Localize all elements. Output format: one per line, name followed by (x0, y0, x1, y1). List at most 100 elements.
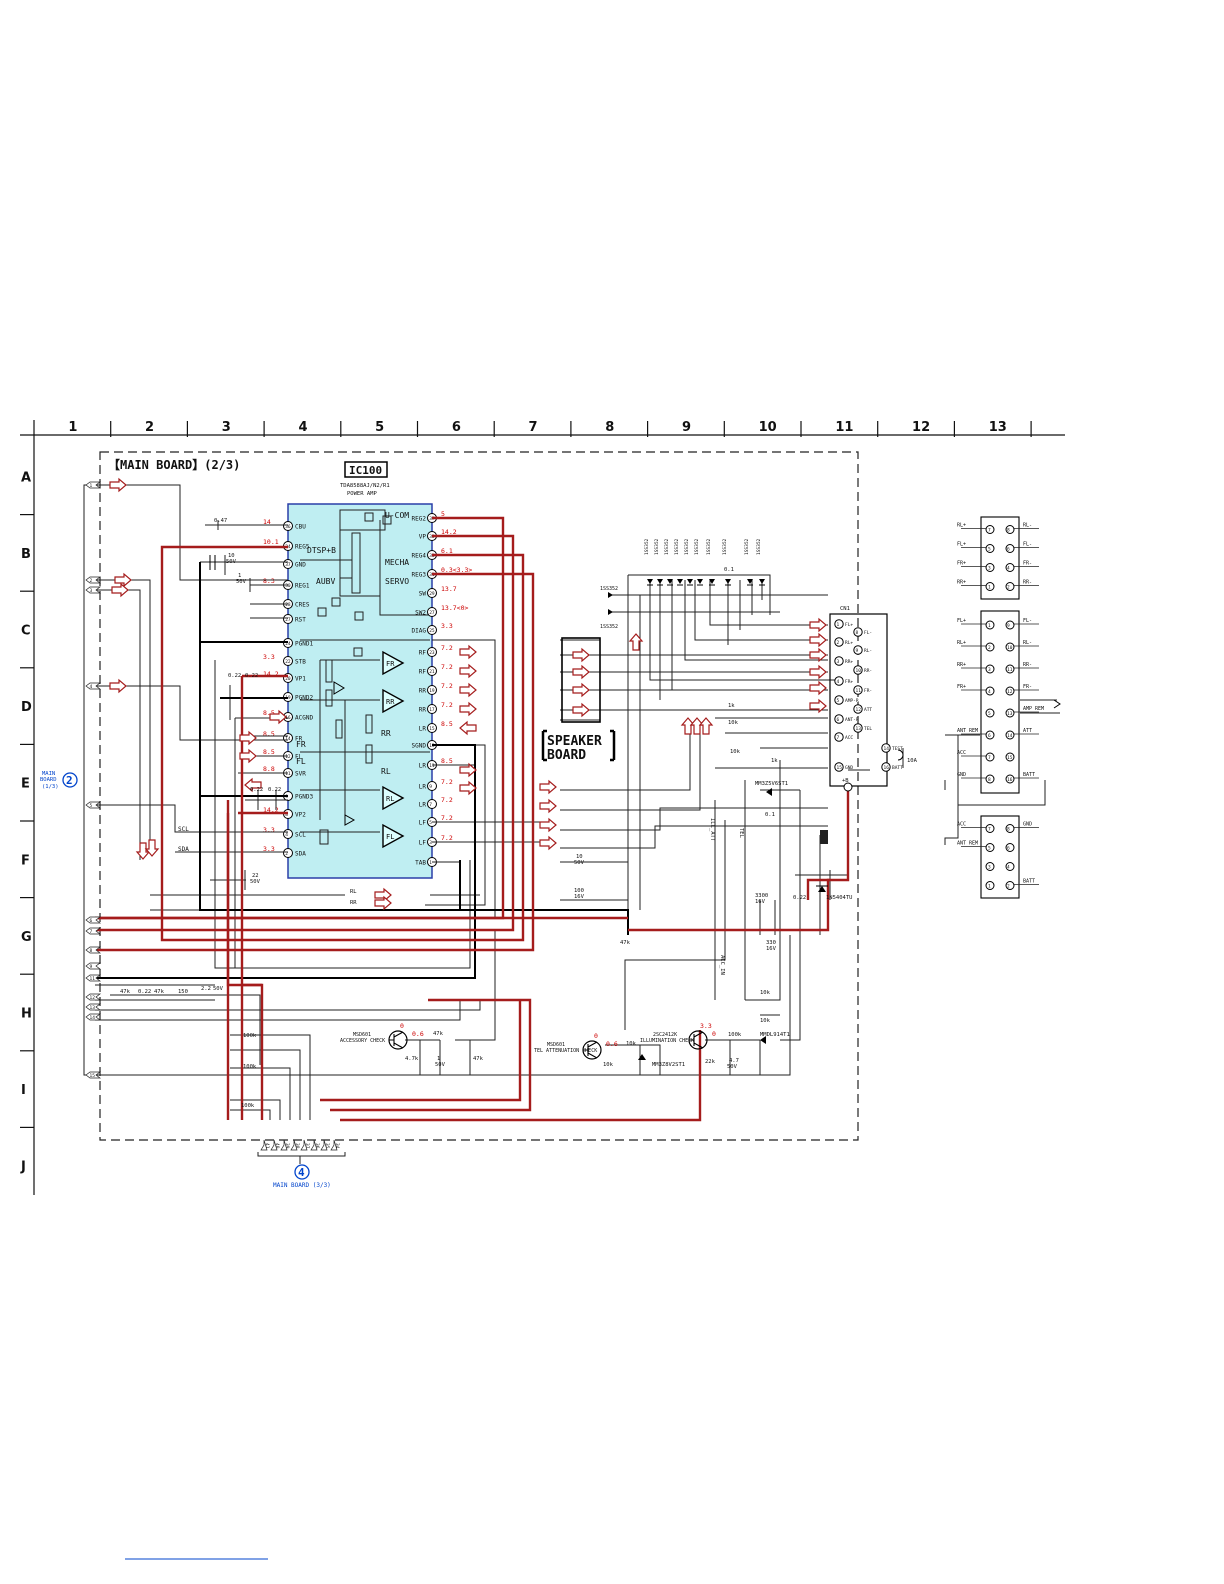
amp-label: FR (386, 660, 395, 668)
ic-left-pin-num: 37 (285, 562, 291, 568)
cn1-pin-bplus (843, 782, 853, 792)
ic-left-pin-name: SDA (295, 851, 306, 858)
harness-pin-num: 10 (1007, 645, 1013, 651)
harness-pin (985, 708, 995, 718)
signal-arrow (239, 730, 257, 746)
harness-left-label: FL+ (957, 542, 966, 548)
cn1-pin (834, 637, 844, 647)
res-100k-b: 100k (243, 1064, 257, 1070)
signal-arrow (374, 887, 392, 903)
transistor-voltage: 0.6 (606, 1040, 618, 1048)
ic-left-pin-name: PGND2 (295, 695, 313, 702)
cn1-pin-num: 5 (837, 698, 840, 704)
cap-10-v: 50V (574, 860, 585, 866)
amp-triangle (382, 823, 405, 849)
ic-left-pin-name: GND (295, 562, 306, 569)
res-4-7k: 4.7k (405, 1056, 419, 1062)
cn1-pin (853, 685, 863, 695)
ic-right-pin-num: 19 (429, 688, 435, 694)
ic-left-pin-num: 34 (285, 544, 291, 550)
amp-label: FL (386, 833, 394, 841)
cn1-pin-name: BATT (892, 765, 903, 771)
res-10k-e: 10k (728, 720, 739, 726)
signal-arrow (539, 835, 557, 851)
diode (697, 579, 703, 584)
ic-right-pin-voltage: 7.2 (441, 682, 453, 690)
buffer-triangle (333, 681, 345, 695)
ic-right-pin (427, 685, 437, 695)
label-acc-in: ACC_IN (719, 955, 725, 975)
left-conn-pin (85, 576, 102, 584)
col-label: 3 (222, 420, 231, 435)
harness-left-label: RL+ (957, 640, 966, 646)
harness-pin-num: 14 (1007, 733, 1013, 739)
ic-left-pin-name: FR (295, 736, 303, 743)
bottom-conn-pin (290, 1139, 298, 1151)
left-conn-pin (85, 993, 102, 1001)
signal-arrow (689, 717, 705, 735)
ic-right-pin-num: 11 (429, 763, 435, 769)
block-fr: FR (296, 740, 306, 749)
harness-pin-num: 9 (1007, 623, 1010, 629)
harness-right-label: RR- (1023, 580, 1032, 586)
amp-triangle (382, 688, 405, 714)
ic-right-pin-name: DIAG (412, 628, 427, 635)
cn1-pin-name: ATT (864, 707, 872, 713)
harness-pin-num: 5 (988, 846, 991, 852)
harness-right-label: ATT (1023, 728, 1032, 734)
ic-right-pin-voltage: 13.7<0> (441, 604, 468, 612)
cn1-pin-num: 16 (884, 765, 890, 771)
harness-right-label: FL- (1023, 618, 1032, 624)
harness-left-label: GND (957, 772, 966, 778)
left-conn-pin (85, 682, 102, 690)
col-label: 2 (145, 420, 154, 435)
amp-triangle (382, 650, 405, 676)
diode-label: 1SS352 (674, 538, 680, 555)
cn1-pin-num: 15 (837, 765, 843, 771)
cap-c1: 0.47 (214, 518, 227, 524)
ic-right-pin-name: LR (419, 763, 427, 770)
signal-arrow (459, 780, 477, 796)
signal-arrow (374, 895, 392, 911)
cap-1uf: 1 (437, 1056, 440, 1062)
cn1-pin (834, 656, 844, 666)
harness-pin (985, 686, 995, 696)
res-10k-d: 10k (760, 1018, 771, 1024)
bottom-conn-pin (270, 1139, 278, 1151)
signal-arrow (809, 698, 827, 714)
harness-left-label: ANT REM (957, 728, 978, 734)
left-conn-pin-num: 7 (90, 929, 93, 935)
ic-left-pin (283, 521, 293, 531)
ic-right-pin-voltage: 7.2 (441, 644, 453, 652)
bottom-conn-pin-num: 36 (314, 1143, 320, 1149)
harness-right-label: BATT (1023, 772, 1035, 778)
harness-pin-num: 3 (988, 566, 991, 572)
ic-right-pin-voltage: 0.3<3.3> (441, 566, 472, 574)
col-label: 9 (682, 420, 691, 435)
cap-330-v: 16V (766, 946, 777, 952)
transistor-leads (389, 1031, 404, 1049)
harness-pin-num: 2 (988, 645, 991, 651)
row-label: H (21, 1007, 32, 1022)
amp-label: RL (386, 795, 394, 803)
ic-right-pin-num: 15 (429, 726, 435, 732)
bottom-conn-pin (260, 1139, 268, 1151)
left-conn-pin-num: 13 (90, 1005, 96, 1011)
ic-right-pin (427, 799, 437, 809)
signal-arrow (109, 477, 127, 493)
ic-left-pin-num: 36 (285, 524, 291, 530)
row-label: C (21, 624, 31, 639)
cap-100: 100 (574, 888, 584, 894)
cn1-pin-name: FR- (864, 688, 872, 694)
col-label: 13 (989, 420, 1007, 435)
signal-arrow (111, 582, 129, 598)
signal-arrow (809, 680, 827, 696)
diode-label: 1SS352 (722, 538, 728, 555)
harness-left-label: RR+ (957, 662, 966, 668)
ic-left-pin-voltage: 8.5 (263, 709, 275, 717)
cn1-pin-name: TEL (864, 726, 872, 732)
ic-right-pin-num: 1 (429, 860, 432, 866)
ic-right-pin-voltage: 7.2 (441, 834, 453, 842)
cap-4-7-v: 50V (727, 1064, 738, 1070)
ic-right-pin (427, 666, 437, 676)
